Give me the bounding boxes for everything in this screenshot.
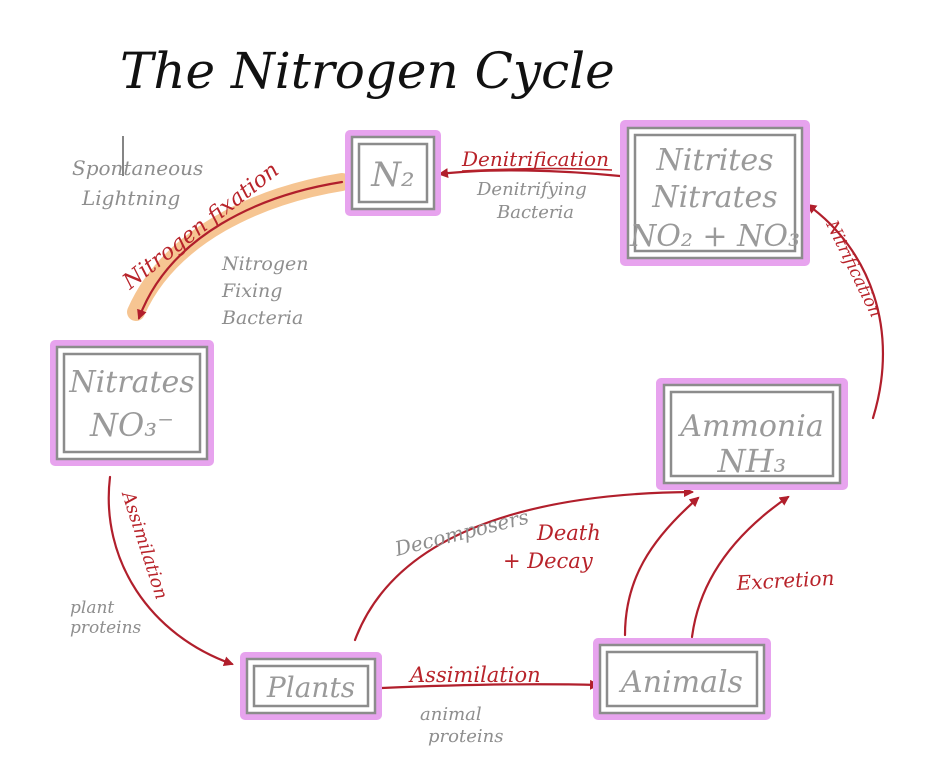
nh3-label: NH₃ bbox=[717, 442, 787, 480]
ammonia-label: Ammonia bbox=[677, 409, 823, 444]
arrow-nitrification bbox=[806, 203, 885, 420]
lightning-label: Lightning bbox=[81, 186, 180, 210]
animal-proteins-label-1: animal bbox=[420, 704, 482, 725]
denitrification-underline bbox=[461, 167, 613, 172]
node-plants: Plants bbox=[240, 652, 382, 720]
nitrates-label-top: Nitrates bbox=[651, 180, 777, 215]
nitrogen-fixing-label-1: Nitrogen bbox=[221, 253, 309, 275]
nitrates-label: Nitrates bbox=[68, 365, 194, 400]
arrow-nitrogen-fixation bbox=[137, 180, 344, 320]
node-nitrates: Nitrates NO₃⁻ bbox=[50, 340, 214, 466]
diagram-title: The Nitrogen Cycle bbox=[120, 42, 615, 100]
spontaneous-label: Spontaneous bbox=[72, 156, 203, 180]
bacteria-denitrifying-label: Bacteria bbox=[496, 202, 574, 223]
arrow-decomposers bbox=[353, 487, 694, 642]
denitrification-label: Denitrification bbox=[461, 147, 609, 171]
node-animals: Animals bbox=[593, 638, 771, 720]
nitrogen-fixing-label-3: Bacteria bbox=[221, 307, 303, 329]
node-n2: N₂ bbox=[345, 130, 441, 216]
node-nitrites-nitrates: Nitrites Nitrates NO₂ + NO₃ bbox=[620, 120, 810, 266]
nitrites-label: Nitrites bbox=[655, 143, 773, 178]
plant-proteins-label-2: proteins bbox=[70, 618, 142, 638]
nitrogen-fixing-label-2: Fixing bbox=[221, 280, 282, 302]
arrow-death-decay bbox=[623, 496, 700, 637]
arrow-assimilation-nitrates-plants bbox=[107, 475, 234, 667]
assimilation-bottom-label: Assimilation bbox=[408, 663, 541, 687]
plants-label: Plants bbox=[266, 671, 355, 704]
decay-label: + Decay bbox=[503, 549, 594, 573]
animal-proteins-label-2: proteins bbox=[428, 726, 503, 747]
n2-label: N₂ bbox=[370, 155, 414, 195]
assimilation-left-label: Assimilation bbox=[117, 487, 172, 602]
arrow-excretion bbox=[690, 495, 790, 639]
denitrifying-label: Denitrifying bbox=[476, 179, 587, 200]
arrow-denitrification bbox=[438, 168, 622, 179]
nitrification-label: Nitrification bbox=[821, 217, 886, 321]
animals-label: Animals bbox=[618, 665, 743, 700]
no2-no3-label: NO₂ + NO₃ bbox=[629, 219, 800, 254]
plant-proteins-label-1: plant bbox=[70, 598, 114, 618]
no3-label: NO₃⁻ bbox=[89, 406, 174, 444]
arrow-assimilation-plants-animals bbox=[380, 679, 600, 690]
death-label: Death bbox=[536, 521, 601, 545]
excretion-label: Excretion bbox=[735, 566, 835, 595]
node-ammonia: Ammonia NH₃ bbox=[656, 378, 848, 490]
